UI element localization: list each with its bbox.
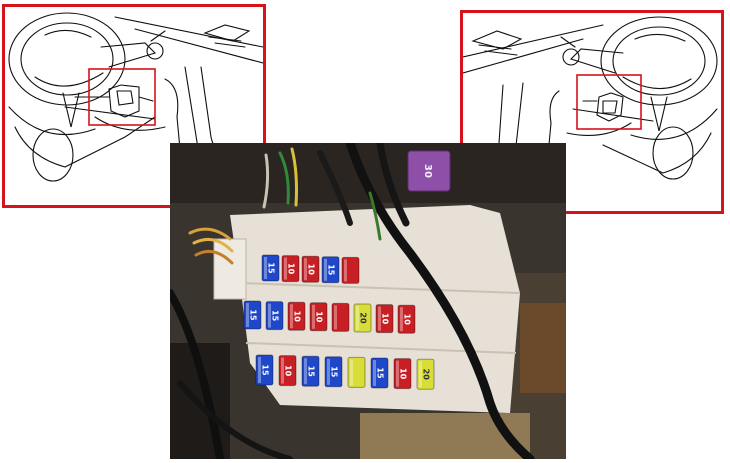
fuse[interactable]: 20 [353, 303, 372, 333]
dashboard-line-drawing-left [8, 12, 263, 204]
fuse-rating-label: 15 [330, 366, 339, 378]
fuse-body[interactable] [243, 300, 262, 330]
fuse-rating-label: 10 [307, 264, 316, 276]
fuse-rating-label: 10 [284, 365, 293, 377]
fuse[interactable]: 10 [397, 304, 416, 334]
fuse-rating-label: 10 [403, 314, 412, 326]
fuse-body[interactable] [265, 301, 284, 331]
fuse[interactable]: 15 [265, 301, 284, 331]
fuse-highlight [290, 304, 293, 329]
fuse-box-highlight-box [576, 74, 642, 130]
fuse-highlight [419, 361, 422, 388]
fuse-highlight [378, 306, 381, 331]
fuse[interactable]: 10 [287, 301, 306, 331]
fuse[interactable]: 20 [416, 358, 435, 390]
fuse[interactable]: 10 [281, 255, 300, 283]
fuse-body[interactable] [375, 304, 394, 334]
fuse[interactable] [331, 302, 350, 332]
fuse-body[interactable] [278, 355, 297, 387]
fuse[interactable] [347, 356, 366, 388]
fuse-highlight [258, 357, 261, 383]
fuse-rating-label: 10 [293, 311, 302, 323]
fuse-rating-label: 15 [261, 364, 270, 376]
fuse-highlight [344, 259, 347, 282]
fuse-highlight [400, 307, 403, 332]
fuse[interactable]: 10 [278, 355, 297, 387]
fuse-body[interactable] [393, 358, 412, 390]
fuse-highlight [264, 257, 267, 279]
fuse[interactable]: 15 [261, 254, 280, 282]
fuse-highlight [396, 360, 399, 387]
fuse-body[interactable] [397, 304, 416, 334]
fuse[interactable]: 10 [309, 302, 328, 332]
relay-label: 30 [422, 164, 433, 178]
fuse-body[interactable] [255, 354, 274, 386]
fuse[interactable]: 15 [255, 354, 274, 386]
fuse-body[interactable] [370, 357, 389, 389]
fuse[interactable]: 10 [375, 304, 394, 334]
fuse-rows: 15 10 10 15 15 15 10 10 20 10 10 15 10 15 15 15 10 20 [243, 254, 435, 390]
fuse-box-photo: 30 15 10 10 15 15 15 10 10 20 10 10 15 10 15 15 15 10 20 [170, 143, 566, 459]
fuse[interactable]: 10 [393, 358, 412, 390]
fuse-highlight [334, 305, 337, 330]
fuse[interactable]: 15 [370, 357, 389, 389]
fuse[interactable]: 15 [324, 356, 343, 388]
fuse-box-illustration: 30 15 10 10 15 15 15 10 10 20 10 10 15 10 15 15 15 10 20 [170, 143, 566, 459]
fuse-highlight [284, 257, 287, 280]
fuse[interactable]: 15 [243, 300, 262, 330]
fuse-body[interactable] [301, 355, 320, 387]
fuse-highlight [268, 303, 271, 328]
fuse-highlight [350, 359, 353, 386]
fuse-highlight [373, 360, 376, 386]
fuse-highlight [246, 303, 249, 327]
dashboard-line-drawing-right [463, 16, 718, 210]
fuse-body[interactable] [347, 356, 366, 388]
fuse-body[interactable] [416, 358, 435, 390]
fuse[interactable]: 10 [301, 255, 320, 283]
fuse-highlight [312, 304, 315, 329]
fuse-body[interactable] [261, 254, 280, 282]
fuse-highlight [327, 358, 330, 385]
fuse-body[interactable] [341, 256, 360, 284]
fuse-rating-label: 15 [307, 366, 316, 378]
fuse-rating-label: 10 [287, 263, 296, 275]
fuse-highlight [304, 258, 307, 281]
fuse-body[interactable] [301, 255, 320, 283]
relay: 30 [407, 150, 451, 192]
fuse-highlight [304, 358, 307, 385]
fuse[interactable] [341, 256, 360, 284]
fuse-body[interactable] [281, 255, 300, 283]
fuse-box-highlight-box [88, 68, 156, 126]
fuse-rating-label: 15 [327, 264, 336, 276]
fuse-rating-label: 15 [267, 262, 276, 274]
fuse-body[interactable] [321, 256, 340, 284]
fuse-location-diagram-left [2, 4, 266, 208]
fuse-body[interactable] [309, 302, 328, 332]
fuse-body[interactable] [324, 356, 343, 388]
fuse-rating-label: 20 [359, 312, 368, 324]
fuse-rating-label: 10 [399, 368, 408, 380]
fuse-rating-label: 10 [315, 311, 324, 323]
fuse[interactable]: 15 [301, 355, 320, 387]
fuse[interactable]: 15 [321, 256, 340, 284]
wire-harness [170, 143, 535, 459]
fuse-rating-label: 15 [271, 310, 280, 322]
fuse-body[interactable] [353, 303, 372, 333]
fuse-rating-label: 15 [376, 367, 385, 379]
fuse-highlight [324, 258, 327, 281]
fuse-body[interactable] [331, 302, 350, 332]
fuse-highlight [281, 357, 284, 384]
fuse-body[interactable] [287, 301, 306, 331]
fuse-rating-label: 20 [422, 369, 431, 381]
fuse-rating-label: 15 [249, 309, 258, 321]
fuse-rating-label: 10 [381, 313, 390, 325]
fuse-highlight [356, 306, 359, 330]
